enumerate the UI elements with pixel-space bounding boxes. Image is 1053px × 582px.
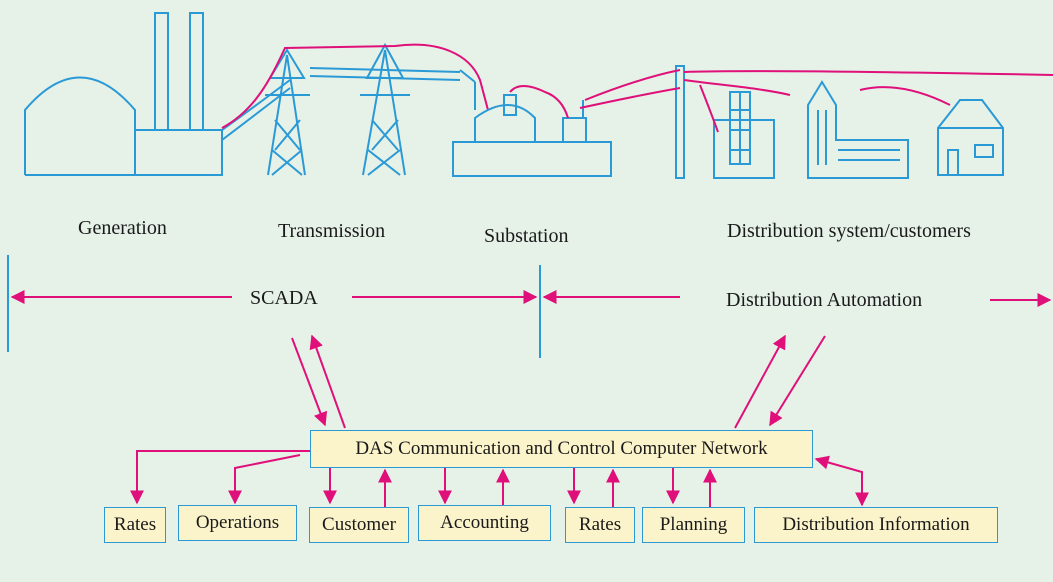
scope-arrows: [10, 290, 1052, 429]
dept-customer-box: Customer: [309, 507, 409, 543]
scope-dividers: [7, 255, 541, 358]
scada-label: SCADA: [250, 287, 318, 309]
das-network-box: DAS Communication and Control Computer N…: [310, 430, 813, 468]
distribution-buildings-icon: [675, 65, 1004, 179]
substation-icon: [452, 94, 612, 177]
transmission-tower-icon: [221, 42, 476, 176]
distribution-automation-label: Distribution Automation: [726, 289, 923, 311]
dept-accounting-box: Accounting: [418, 505, 551, 541]
generation-plant-icon: [24, 12, 223, 176]
department-connectors: [130, 450, 869, 507]
dept-rates-2-box: Rates: [565, 507, 635, 543]
distribution-label: Distribution system/customers: [727, 220, 971, 242]
dept-operations-box: Operations: [178, 505, 297, 541]
dept-planning-box: Planning: [642, 507, 745, 543]
generation-label: Generation: [78, 217, 167, 239]
dept-distribution-information-box: Distribution Information: [754, 507, 998, 543]
substation-label: Substation: [484, 225, 569, 247]
transmission-label: Transmission: [278, 220, 386, 242]
dept-rates-box: Rates: [104, 507, 166, 543]
